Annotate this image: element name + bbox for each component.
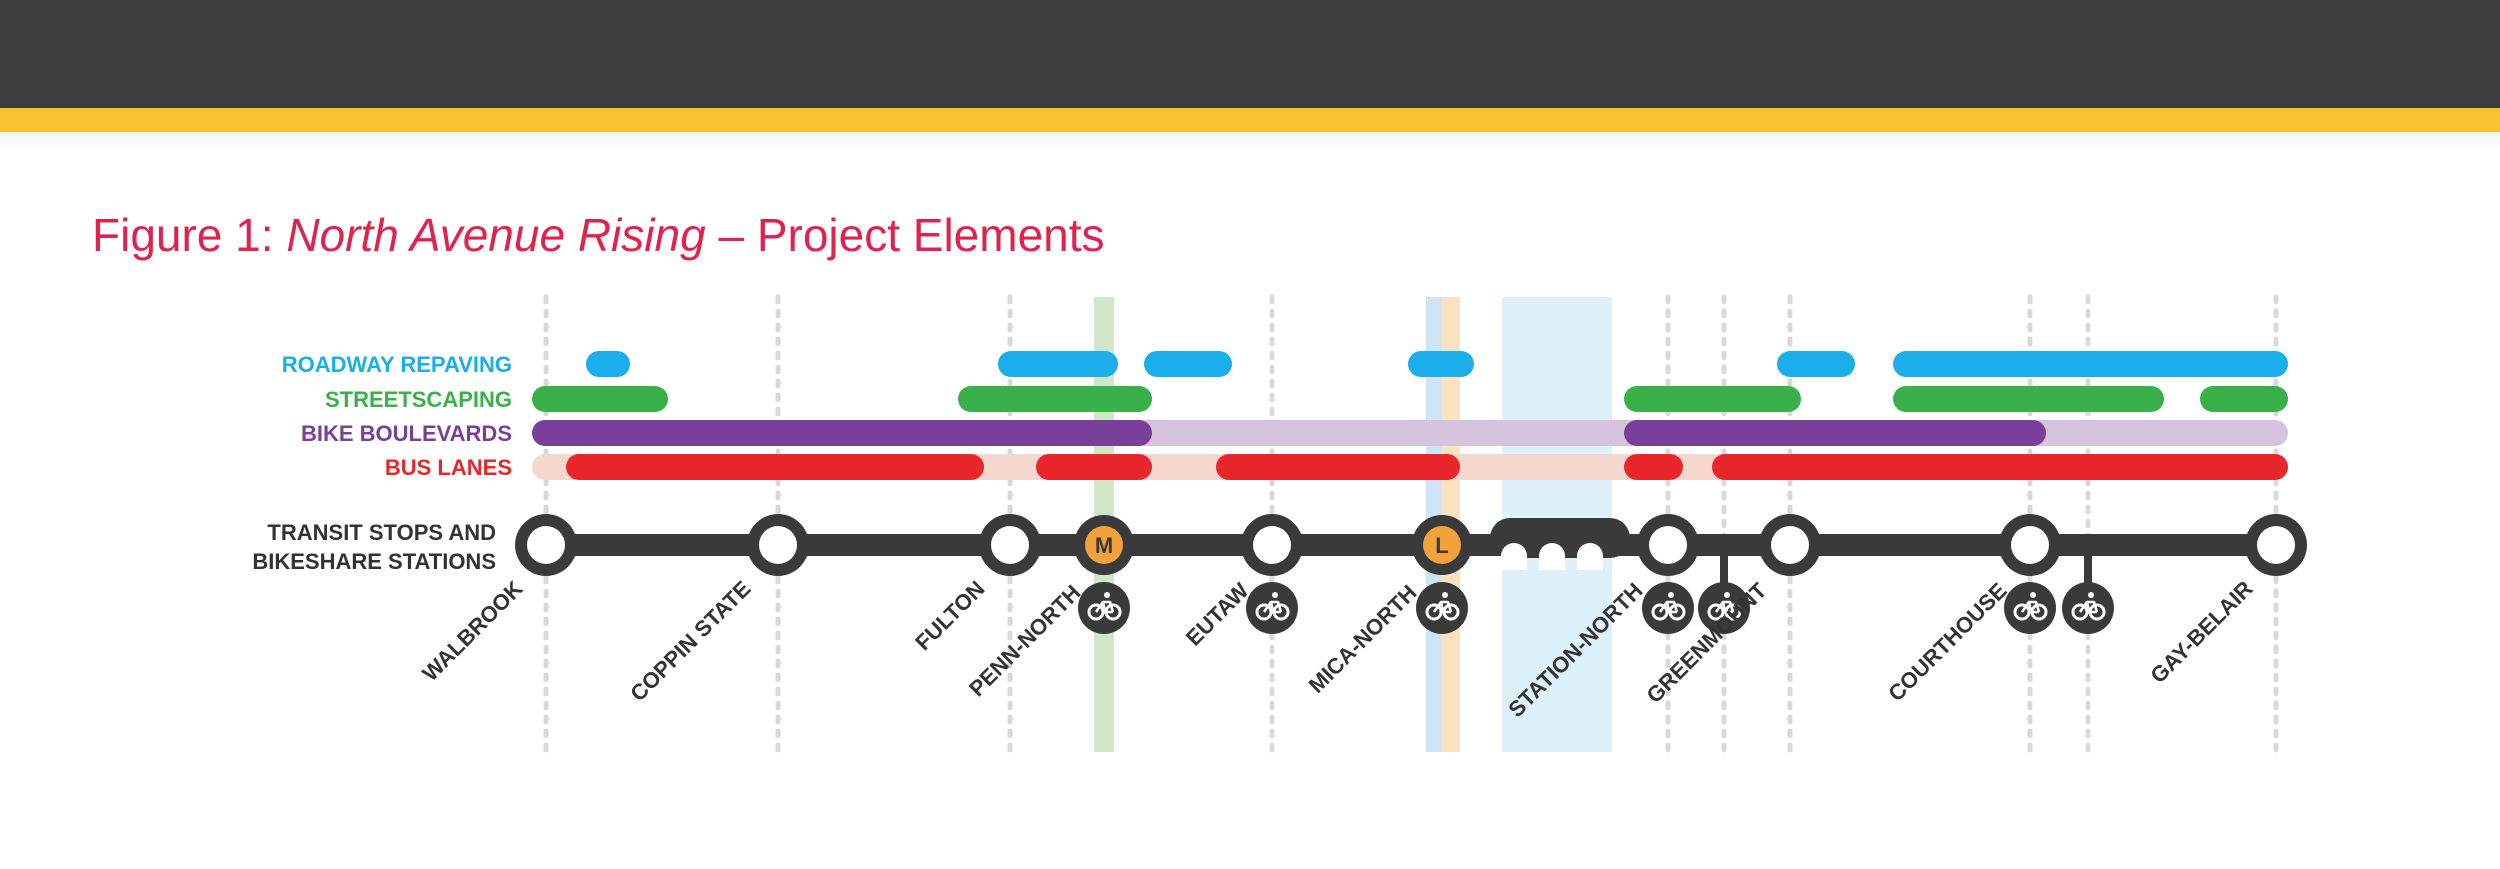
figure-title-suffix: – Project Elements xyxy=(705,209,1105,261)
streetscaping-bar xyxy=(1893,386,2164,412)
streetscaping-row-label: STREETSCAPING xyxy=(325,387,512,412)
bus-bar xyxy=(1712,454,2288,480)
transit-stop-inner xyxy=(2257,526,2295,564)
transit-stop-inner xyxy=(527,526,565,564)
bike-rider-head xyxy=(2088,592,2094,598)
bikeshare-stem xyxy=(2084,545,2092,608)
bike-frame xyxy=(1094,600,1115,614)
station-name-label: COPPIN STATE xyxy=(625,576,755,706)
bike-wheel xyxy=(1255,603,1273,621)
rail-badge-letter: M xyxy=(1095,533,1113,558)
bridge-arch xyxy=(1539,543,1565,570)
bike-rider-head xyxy=(1104,592,1110,598)
bridge-arches-icon xyxy=(1490,518,1630,570)
bus-bar xyxy=(1216,454,1460,480)
transit-stop-inner xyxy=(991,526,1029,564)
rail-badge-letter: L xyxy=(1435,533,1448,558)
streetscaping-bar xyxy=(1624,386,1801,412)
bike-wheel xyxy=(1651,603,1669,621)
bike-frame xyxy=(1658,600,1679,614)
bike-row-label: BIKE BOULEVARDS xyxy=(301,421,512,446)
station-name-label: GAY-BELAIR xyxy=(2145,576,2257,688)
header-dark-bar xyxy=(0,0,2500,108)
station-name-label: COURTHOUSE xyxy=(1883,578,2011,706)
bike-frame xyxy=(1432,600,1453,614)
bike-rider-head xyxy=(1442,592,1448,598)
repaving-bar xyxy=(1777,351,1855,377)
transit-label-line: TRANSIT STOPS AND xyxy=(267,520,496,545)
bike-frame xyxy=(1262,600,1283,614)
bike-rider-head xyxy=(2030,592,2036,598)
repaving-bar xyxy=(998,351,1118,377)
transit-stop-inner xyxy=(1771,526,1809,564)
bicycle-icon xyxy=(1698,582,1750,634)
bicycle-icon xyxy=(2062,582,2114,634)
bus-bar xyxy=(566,454,984,480)
bike-wheel xyxy=(1425,603,1443,621)
bike-bar xyxy=(532,420,1152,446)
streetscaping-bar xyxy=(958,386,1152,412)
repaving-row-label: ROADWAY REPAVING xyxy=(282,352,512,377)
bike-wheel xyxy=(1707,603,1725,621)
rail-badge xyxy=(1085,526,1123,564)
bus-row-label: BUS LANES xyxy=(385,455,512,480)
bridge-arch xyxy=(1577,543,1603,570)
streetscaping-bar xyxy=(2200,386,2288,412)
bridge-arch xyxy=(1501,543,1527,570)
figure-title-prefix: Figure 1: xyxy=(92,209,287,261)
repaving-bar xyxy=(586,351,630,377)
rail-badge xyxy=(1423,526,1461,564)
bicycle-icon xyxy=(1078,582,1130,634)
transit-stop-inner xyxy=(1649,526,1687,564)
bikeshare-stem xyxy=(1720,545,1728,608)
header-accent-bar xyxy=(0,108,2500,132)
figure-title: Figure 1: North Avenue Rising – Project … xyxy=(92,208,1105,262)
bike-wheel xyxy=(2071,603,2089,621)
repaving-bar xyxy=(1144,351,1232,377)
repaving-bar xyxy=(1408,351,1474,377)
bike-wheel xyxy=(1087,603,1105,621)
bicycle-icon xyxy=(1642,582,1694,634)
bike-frame xyxy=(2020,600,2041,614)
streetscaping-bar xyxy=(532,386,668,412)
bike-frame xyxy=(1714,600,1735,614)
station-name-label: MICA-NORTH xyxy=(1304,580,1422,698)
repaving-bar xyxy=(1893,351,2288,377)
bike-frame xyxy=(2078,600,2099,614)
bus-bar xyxy=(1624,454,1683,480)
transit-label-line: BIKESHARE STATIONS xyxy=(252,549,496,574)
transit-stop-inner xyxy=(1253,526,1291,564)
bike-wheel xyxy=(2013,603,2031,621)
station-name-label: EUTAW xyxy=(1181,578,1254,651)
bicycle-icon xyxy=(1416,582,1468,634)
bicycle-icon xyxy=(2004,582,2056,634)
figure-title-italic: North Avenue Rising xyxy=(286,209,706,261)
bike-bar xyxy=(1624,420,2046,446)
bike-rider-head xyxy=(1724,592,1730,598)
header-shadow xyxy=(0,132,2500,150)
station-name-label: FULTON xyxy=(910,576,989,655)
bike-rider-head xyxy=(1272,592,1278,598)
bike-rider-head xyxy=(1668,592,1674,598)
transit-stop-inner xyxy=(2011,526,2049,564)
bicycle-icon xyxy=(1246,582,1298,634)
bus-bar xyxy=(1036,454,1152,480)
station-name-label: WALBROOK xyxy=(417,576,527,686)
transit-stop-inner xyxy=(759,526,797,564)
